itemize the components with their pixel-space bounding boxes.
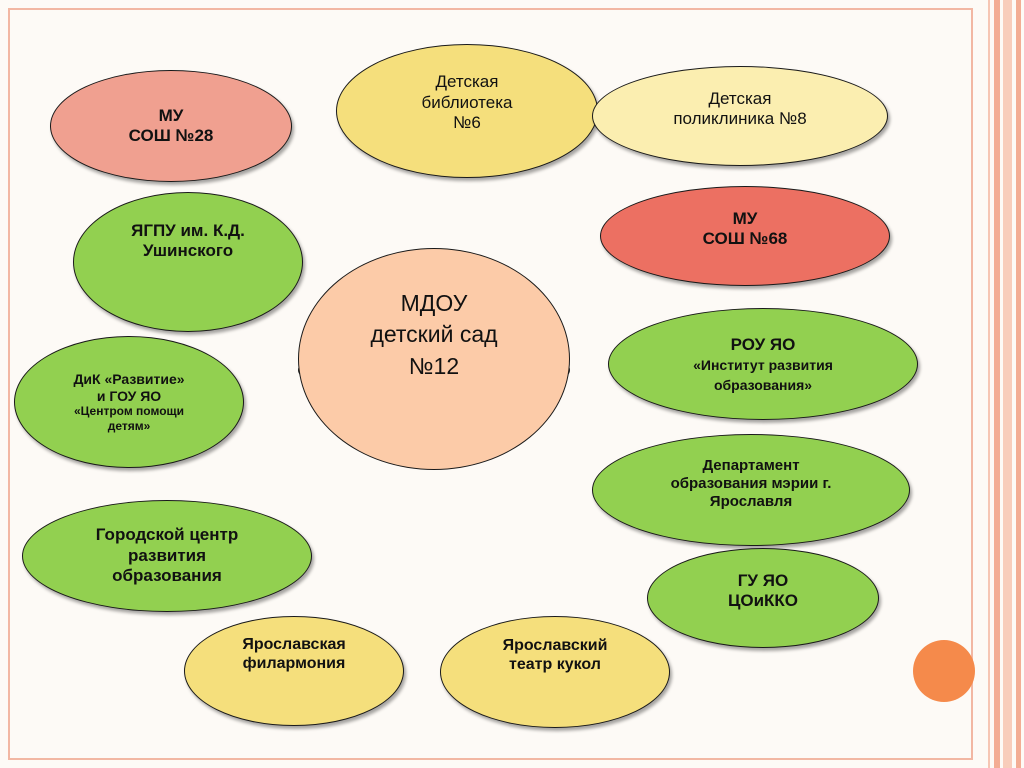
node-line: СОШ №68 <box>702 229 788 248</box>
slide-frame <box>8 8 973 760</box>
center-line: детский сад <box>370 321 498 348</box>
node-line: развития <box>127 545 207 565</box>
node-line: детям» <box>107 418 151 433</box>
node-city-center: Городской центр развития образования <box>22 500 312 612</box>
node-line: ЦОиККО <box>727 591 799 610</box>
node-line: РОУ ЯО <box>730 334 796 354</box>
node-line: Ушинского <box>142 241 234 260</box>
stripe <box>1016 0 1021 768</box>
node-line: ГУ ЯО <box>737 570 789 590</box>
node-line: и ГОУ ЯО <box>96 387 162 404</box>
decorative-orange-circle <box>913 640 975 702</box>
node-line: Ярославский <box>502 636 608 654</box>
node-line: филармония <box>242 655 346 672</box>
node-gu-yao: ГУ ЯО ЦОиККО <box>647 548 879 648</box>
node-ygpu: ЯГПУ им. К.Д. Ушинского <box>73 192 303 332</box>
node-line: МУ <box>732 208 758 228</box>
node-line: библиотека <box>421 92 513 112</box>
node-line: МУ <box>158 105 184 125</box>
node-library-6: Детская библиотека №6 <box>336 44 598 178</box>
node-line: поликлиника №8 <box>673 109 807 128</box>
node-polyclinic-8: Детская поликлиника №8 <box>592 66 888 166</box>
stripe <box>988 0 990 768</box>
node-line: Городской центр <box>95 525 239 545</box>
node-line: №6 <box>453 113 481 133</box>
node-dik: ДиК «Развитие» и ГОУ ЯО «Центром помощи … <box>14 336 244 468</box>
decorative-stripes <box>984 0 1024 768</box>
node-line: «Институт развития <box>693 357 833 374</box>
node-line: образования» <box>713 376 813 393</box>
center-line: МДОУ <box>400 290 468 317</box>
node-rou-yao: РОУ ЯО «Институт развития образования» <box>608 308 918 420</box>
node-line: Департамент <box>702 457 800 474</box>
center-node: МДОУ детский сад №12 <box>298 248 570 470</box>
stripe <box>994 0 1000 768</box>
node-line: Детская <box>435 72 499 92</box>
node-line: образования мэрии г. <box>670 475 832 492</box>
center-line: №12 <box>408 352 460 379</box>
node-line: ДиК «Развитие» <box>73 370 185 387</box>
node-line: Ярославская <box>242 635 346 653</box>
node-line: Детская <box>708 88 772 108</box>
node-department: Департамент образования мэрии г. Ярослав… <box>592 434 910 546</box>
node-puppet-theatre: Ярославский театр кукол <box>440 616 670 728</box>
stripe <box>1003 0 1012 768</box>
node-line: театр кукол <box>509 656 601 673</box>
node-line: образования <box>112 566 222 586</box>
node-line: Ярославля <box>709 493 793 510</box>
node-line: СОШ №28 <box>128 126 214 145</box>
node-line: ЯГПУ им. К.Д. <box>131 220 245 240</box>
node-line: «Центром помощи <box>73 404 185 419</box>
node-philharmonic: Ярославская филармония <box>184 616 404 726</box>
node-mu-sosh-68: МУ СОШ №68 <box>600 186 890 286</box>
node-mu-sosh-28: МУ СОШ №28 <box>50 70 292 182</box>
